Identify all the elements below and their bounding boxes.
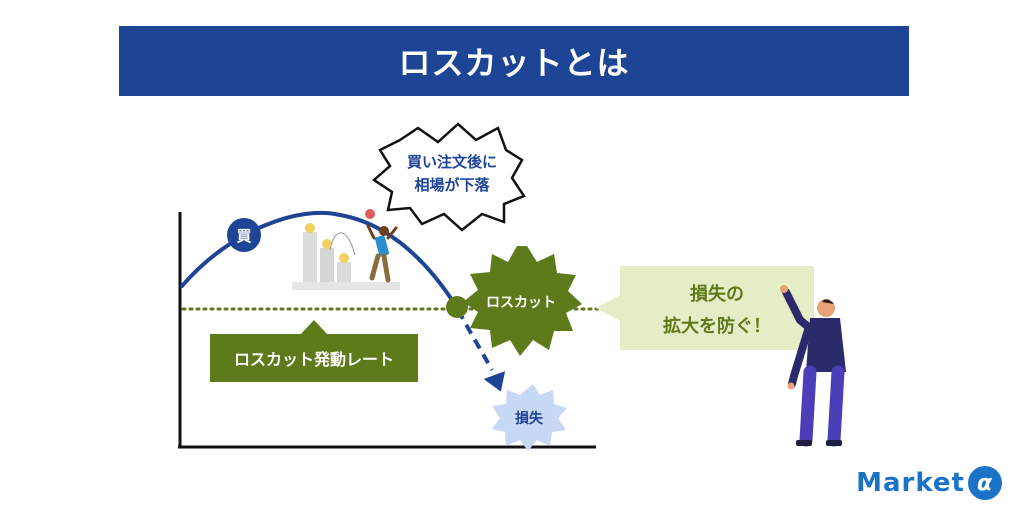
losscut-rate-label: ロスカット発動レート [234, 350, 394, 369]
prevent-text-line2: 拡大を防ぐ！ [663, 315, 771, 337]
speech-burst: 買い注文後に 相場が下落 [371, 122, 526, 232]
loss-burst: 損失 [492, 384, 567, 451]
losscut-point [446, 296, 468, 318]
losscut-rate-callout: ロスカット発動レート [210, 320, 418, 382]
logo-text: Market [856, 468, 965, 498]
title-banner: ロスカットとは [119, 26, 909, 96]
loss-label: 損失 [515, 410, 544, 427]
losscut-burst: ロスカット [463, 246, 582, 356]
falling-person-illustration [292, 209, 400, 290]
losscut-label: ロスカット [486, 295, 556, 311]
market-alpha-logo: Market α [856, 466, 1002, 500]
pointing-person-illustration [780, 285, 846, 447]
down-arrow-head [483, 371, 506, 392]
page-title: ロスカットとは [398, 44, 630, 82]
alpha-mark-icon: α [968, 466, 1002, 500]
prevent-callout: 損失の 拡大を防ぐ！ [596, 266, 814, 350]
price-curve [180, 210, 458, 308]
prevent-text-line1: 損失の [690, 283, 744, 305]
buy-marker: 買 [227, 218, 261, 252]
speech-text-line2: 相場が下落 [414, 176, 490, 194]
buy-label: 買 [236, 227, 251, 245]
speech-text-line1: 買い注文後に [407, 153, 497, 171]
